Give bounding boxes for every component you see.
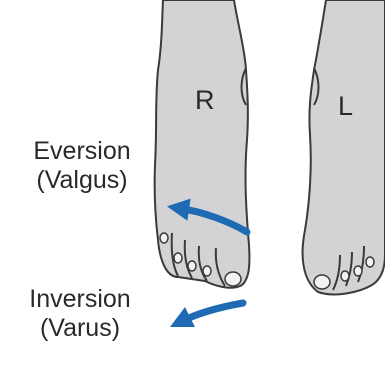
left-toenail-3 [354,266,362,276]
inversion-label: Inversion [14,285,146,314]
inversion-arrow [180,303,243,322]
right-toenail-2 [174,253,182,263]
left-foot-label: L [338,91,353,122]
left-toenail-4 [366,257,374,267]
inversion-sublabel: (Varus) [14,314,146,343]
left-toenail-1 [314,275,330,289]
left-toenail-2 [341,271,349,281]
right-toenail-5 [225,272,241,286]
right-toenail-3 [188,261,196,271]
left-foot [303,0,385,294]
eversion-label-group: Eversion (Valgus) [16,137,148,195]
left-foot-shape [303,0,385,294]
right-toenail-1 [160,233,168,243]
right-foot-label: R [195,85,215,116]
inversion-label-group: Inversion (Varus) [14,285,146,343]
right-foot-shape [155,0,250,288]
eversion-label: Eversion [16,137,148,166]
eversion-sublabel: (Valgus) [16,166,148,195]
right-foot [155,0,250,288]
right-toenail-4 [203,266,211,276]
